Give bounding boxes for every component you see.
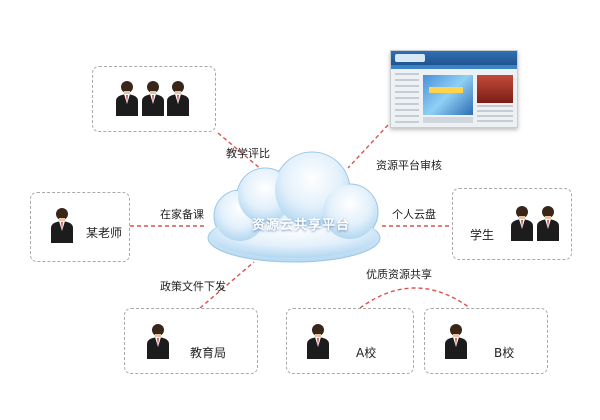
- person-icon: [116, 81, 138, 116]
- school-b-label: B校: [494, 346, 515, 360]
- edge-label-teaching-eval: 教学评比: [226, 147, 270, 160]
- cloud-platform-label: 资源云共享平台: [252, 218, 351, 233]
- edge-label-prepare-home: 在家备课: [160, 208, 204, 221]
- edge-label-quality-share: 优质资源共享: [366, 268, 432, 281]
- teacher-node: [30, 192, 130, 262]
- edge-platform-review-line: [347, 124, 389, 169]
- school-a-node: [286, 308, 414, 374]
- person-icon: [142, 81, 164, 116]
- bureau-label: 教育局: [190, 346, 227, 360]
- edge-label-policy-docs: 政策文件下发: [160, 280, 226, 293]
- edge-teaching-eval-line: [217, 132, 263, 171]
- edge-label-personal-cloud: 个人云盘: [392, 208, 436, 221]
- school-b-node: [424, 308, 548, 374]
- bureau-node: [124, 308, 258, 374]
- edge-label-platform-review: 资源平台审核: [376, 159, 442, 172]
- person-icon: [445, 324, 467, 359]
- edge-policy-docs-line: [199, 261, 255, 309]
- person-icon: [307, 324, 329, 359]
- student-label: 学生: [470, 228, 495, 242]
- website-screenshot: [390, 50, 518, 128]
- teacher-label: 某老师: [86, 226, 123, 240]
- person-icon: [537, 206, 559, 241]
- school-a-label: A校: [356, 346, 377, 360]
- person-icon: [167, 81, 189, 116]
- person-icon: [511, 206, 533, 241]
- person-icon: [147, 324, 169, 359]
- person-icon: [51, 208, 73, 243]
- edge-quality-share-line: [359, 287, 471, 309]
